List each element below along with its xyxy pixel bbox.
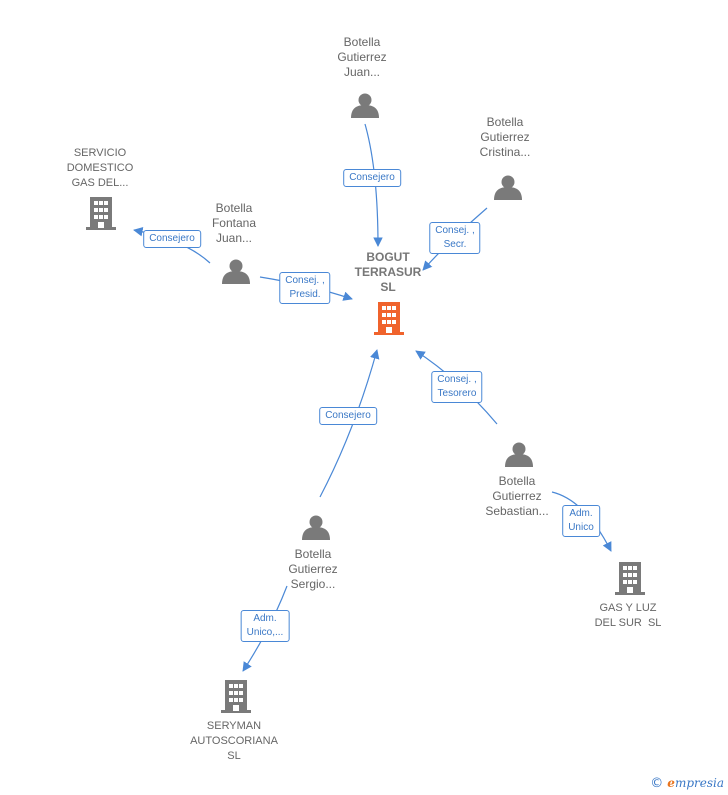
brand-footer[interactable]: ©empresia [650, 776, 724, 791]
node-label-line: Gutierrez [337, 50, 387, 64]
edge-label-text: Unico [568, 522, 594, 533]
node-label-line: GAS Y LUZ [599, 602, 657, 614]
edge-label-cristina-center[interactable]: Consej. , Secr. [429, 222, 481, 254]
copyright-icon: © [650, 776, 664, 791]
node-label-line: BOGUT [366, 250, 410, 264]
node-label-center[interactable]: BOGUT TERRASUR SL [355, 250, 422, 295]
edge-label-text: Consejero [149, 233, 195, 244]
edge-label-text: Consejero [325, 410, 371, 421]
node-label-line: Botella [294, 547, 332, 561]
node-label-fontana[interactable]: Botella Fontana Juan... [212, 201, 256, 246]
node-label-line: Juan... [343, 65, 381, 79]
edge-label-juan-center[interactable]: Consejero [343, 169, 401, 187]
node-label-line: Botella [486, 115, 524, 129]
brand-initial: e [667, 776, 675, 790]
edge-label-text: Consej. , [285, 275, 325, 286]
brand-name: mpresia [674, 776, 724, 790]
node-label-line: AUTOSCORIANA [190, 735, 278, 747]
edge-label-text: Unico,... [246, 627, 284, 638]
building-icon[interactable] [374, 302, 404, 335]
node-label-gasyluz[interactable]: GAS Y LUZ DEL SUR SL [595, 601, 662, 631]
edge-label-text: Presid. [289, 289, 321, 300]
node-label-line: Botella [343, 35, 381, 49]
node-label-line: Gutierrez [288, 562, 338, 576]
edge-label-sebastian-center[interactable]: Consej. , Tesorero [431, 371, 483, 403]
edge-label-text: Tesorero [437, 388, 477, 399]
node-label-line: Gutierrez [492, 489, 542, 503]
person-icon[interactable] [494, 175, 522, 201]
edge-sergio-center [319, 349, 380, 498]
building-icon[interactable] [615, 562, 645, 595]
node-label-servicio[interactable]: SERVICIO DOMESTICO GAS DEL... [67, 146, 134, 191]
edge-label-sergio-center[interactable]: Consejero [319, 407, 377, 425]
edge-label-text: Adm. [253, 613, 277, 624]
node-label-line: SERVICIO [73, 147, 127, 159]
node-label-line: Sergio... [290, 577, 336, 591]
edge-label-fontana-center[interactable]: Consej. , Presid. [279, 272, 331, 304]
node-label-juan-gutierrez[interactable]: Botella Gutierrez Juan... [337, 35, 386, 80]
node-label-cristina[interactable]: Botella Gutierrez Cristina... [480, 115, 531, 160]
edge-label-text: Consej. , [435, 225, 475, 236]
person-icon[interactable] [222, 259, 250, 285]
person-icon[interactable] [302, 515, 330, 541]
node-label-sergio[interactable]: Botella Gutierrez Sergio... [288, 547, 337, 592]
node-label-sebastian[interactable]: Botella Gutierrez Sebastian... [485, 474, 548, 519]
edge-label-sergio-seryman[interactable]: Adm. Unico,... [240, 610, 290, 642]
node-label-line: DEL SUR SL [594, 617, 662, 629]
node-label-line: DOMESTICO [66, 162, 134, 174]
edge-label-sebastian-gasyluz[interactable]: Adm. Unico [562, 505, 600, 537]
node-label-line: Cristina... [479, 145, 531, 159]
node-label-seryman[interactable]: SERYMAN AUTOSCORIANA SL [190, 719, 278, 764]
building-icon[interactable] [86, 197, 116, 230]
node-label-line: Gutierrez [480, 130, 530, 144]
edge-label-text: Consejero [349, 172, 395, 183]
person-icon[interactable] [505, 442, 533, 468]
edge-label-fontana-servicio[interactable]: Consejero [143, 230, 201, 248]
node-label-line: Botella [498, 474, 536, 488]
edge-label-text: Secr. [443, 239, 467, 250]
node-label-line: Sebastian... [485, 504, 549, 518]
node-label-line: Fontana [211, 216, 257, 230]
building-icon[interactable] [221, 680, 251, 713]
person-icon[interactable] [351, 93, 379, 119]
node-label-line: Botella [215, 201, 253, 215]
edge-label-text: Consej. , [437, 374, 477, 385]
node-label-line: SL [227, 750, 241, 762]
node-label-line: SERYMAN [206, 720, 262, 732]
node-label-line: GAS DEL... [71, 177, 129, 189]
node-label-line: TERRASUR [354, 265, 422, 279]
edge-label-text: Adm. [569, 508, 593, 519]
node-label-line: Juan... [215, 231, 253, 245]
node-label-line: SL [380, 280, 396, 294]
